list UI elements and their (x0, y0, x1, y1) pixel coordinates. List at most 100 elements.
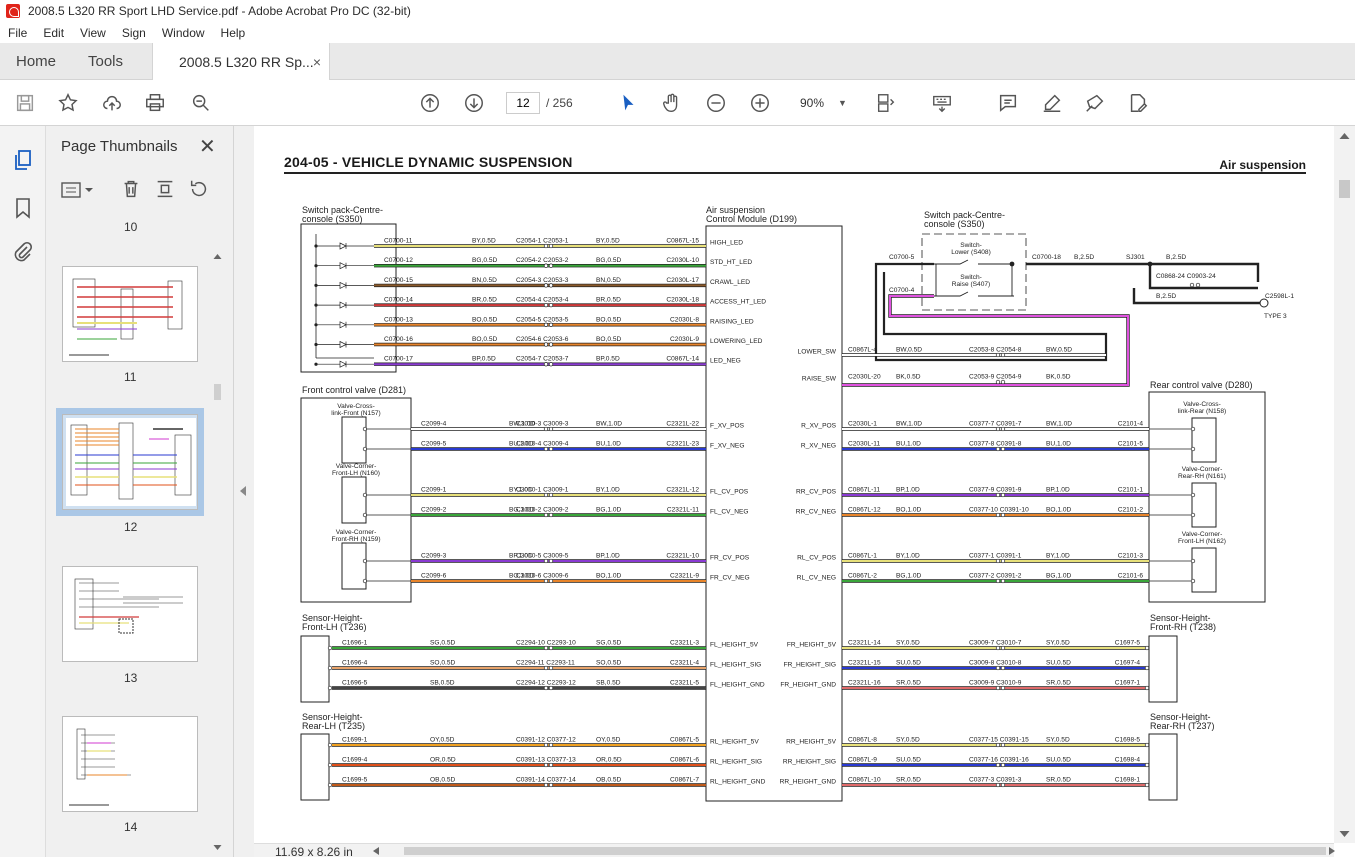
bookmarks-icon[interactable] (11, 196, 35, 220)
vertical-scrollbar[interactable] (1334, 126, 1355, 843)
print-icon[interactable] (143, 91, 167, 115)
zoom-dropdown-icon[interactable]: ▼ (838, 98, 847, 108)
led-row-0-ecu-pin: HIGH_LED (710, 240, 743, 247)
front-valve-row-0-connector-c: C2321L-22 (666, 421, 699, 428)
thumbnail-options-icon[interactable] (60, 180, 96, 200)
zoom-in-icon[interactable] (748, 91, 772, 115)
collapse-panel-icon[interactable] (240, 486, 246, 496)
tab-document[interactable]: 2008.5 L320 RR Sp... × (152, 43, 330, 81)
page-thumbnails-icon[interactable] (11, 148, 35, 172)
connector-pin (1144, 685, 1150, 691)
led-row-0-connector-c: C0867L-15 (666, 238, 699, 245)
close-icon[interactable]: ✕ (199, 136, 216, 158)
sw-row-1-wire-spec-a: BK,0.5D (896, 374, 921, 381)
vertical-scroll-thumb[interactable] (1339, 180, 1350, 198)
menu-help[interactable]: Help (220, 25, 246, 40)
tab-bar: Home Tools 2008.5 L320 RR Sp... × (0, 43, 1355, 81)
thumbnail-page-12[interactable] (56, 408, 204, 516)
highlight-pen-icon[interactable] (1040, 91, 1064, 115)
led-diode-icon (339, 301, 347, 309)
scroll-left-icon[interactable] (372, 846, 380, 856)
rear-lh-sensor-row-0-ecu-pin: RL_HEIGHT_5V (710, 739, 759, 746)
hand-tool-icon[interactable] (660, 91, 684, 115)
scroll-down-icon[interactable] (1339, 830, 1350, 838)
front-lh-sensor-row-0-wire-spec-b: SG,0.5D (596, 640, 622, 647)
connector-pin (327, 645, 333, 651)
front-valve-1-label-line2: Front-LH (N160) (332, 470, 380, 477)
rear-valve-row-1-connector-c: C2101-5 (1118, 441, 1144, 448)
rear-rh-sensor-row-1-ecu-pin: RR_HEIGHT_SIG (783, 759, 836, 766)
menu-view[interactable]: View (80, 25, 106, 40)
comment-icon[interactable] (996, 91, 1020, 115)
rear-rh-sensor-row-2-connector-a: C0867L-10 (848, 777, 881, 784)
connector-pin (327, 782, 333, 788)
edit-document-icon[interactable] (1126, 91, 1150, 115)
connector-pin (1144, 782, 1150, 788)
keyboard-icon[interactable] (930, 91, 954, 115)
thumbnail-page-14[interactable] (62, 716, 198, 812)
rear-control-valve-box (1148, 391, 1266, 603)
save-icon[interactable] (13, 91, 37, 115)
led-row-5-connector-a: C0700-16 (384, 336, 413, 343)
sw-row-0-connector-b: C2053-8 C2054-8 (969, 347, 1022, 354)
front-valve-row-1-connector-a: C2099-5 (421, 441, 447, 448)
thumbnail-page-11[interactable] (62, 266, 198, 362)
page-fit-icon[interactable] (874, 91, 898, 115)
zoom-search-icon[interactable] (189, 91, 213, 115)
bookmark-star-icon[interactable] (56, 91, 80, 115)
led-row-3-connector-c: C2030L-18 (666, 297, 699, 304)
select-cursor-icon[interactable] (616, 91, 640, 115)
attachments-icon[interactable] (11, 240, 35, 264)
extract-pages-icon[interactable] (154, 178, 176, 200)
switch-pack-right-box (921, 233, 1027, 311)
document-view[interactable]: 204-05 - VEHICLE DYNAMIC SUSPENSION Air … (254, 126, 1334, 843)
led-row-1-wire-spec-b: BG,0.5D (596, 257, 622, 264)
rear-lh-sensor-row-0-wire-spec-a: OY,0.5D (430, 737, 455, 744)
led-row-5-wire-spec-b: BO,0.5D (596, 336, 622, 343)
previous-page-icon[interactable] (418, 91, 442, 115)
led-row-4-pin-b1 (543, 322, 549, 327)
rear-valve-row-2-connector-a: C0867L-11 (848, 487, 880, 494)
scroll-up-icon[interactable] (1339, 132, 1350, 140)
front-lh-sensor-row-1-pin-b1 (543, 665, 549, 671)
delete-icon[interactable] (120, 178, 142, 200)
zoom-out-icon[interactable] (704, 91, 728, 115)
thumbnail-page-13[interactable] (62, 566, 198, 662)
next-page-icon[interactable] (462, 91, 486, 115)
front-valve-row-0-pin-b2 (548, 426, 554, 432)
thumbnails-scrollbar[interactable] (213, 252, 222, 852)
rear-valve-row-1-connector-a: C2030L-11 (848, 441, 880, 448)
zoom-level[interactable]: 90% (800, 96, 825, 110)
front-valve-row-1-pin-b1 (543, 446, 549, 452)
rear-valve-row-2-ecu-pin: RR_CV_POS (796, 489, 837, 496)
rear-rh-sensor-row-1-pin-b2 (1000, 762, 1006, 768)
tab-home[interactable]: Home (16, 53, 57, 70)
tab-close-icon[interactable]: × (312, 54, 321, 70)
front-valve-row-1-ecu-pin: F_XV_NEG (710, 443, 744, 450)
front-rh-sensor-row-1-wire-spec-a: SU,0.5D (896, 660, 921, 667)
upload-cloud-icon[interactable] (100, 91, 124, 115)
tab-tools[interactable]: Tools (88, 53, 124, 70)
sign-pen-icon[interactable] (1083, 91, 1107, 115)
scroll-right-icon[interactable] (1328, 846, 1336, 856)
horizontal-scroll-thumb[interactable] (404, 847, 1326, 855)
page-number-input[interactable] (506, 92, 540, 114)
front-valve-row-2-connector-a: C2099-1 (421, 487, 447, 494)
front-valve-row-3-connector-a: C2099-2 (421, 507, 447, 514)
panel-splitter[interactable] (234, 126, 254, 857)
led-row-3-wire-spec-b: BR,0.5D (596, 297, 621, 304)
menu-sign[interactable]: Sign (121, 25, 146, 40)
ecu-label-line1: Air suspension (706, 205, 765, 215)
rear-valve-row-2-pin-b1 (995, 492, 1001, 498)
menu-window[interactable]: Window (161, 25, 205, 40)
rear-valve-row-3-connector-b: C0377-10 C0391-10 (969, 507, 1029, 514)
rotate-icon[interactable] (188, 178, 210, 200)
menu-edit[interactable]: Edit (43, 25, 65, 40)
page-size-readout: 11.69 x 8.26 in (275, 845, 353, 859)
front-lh-sensor-row-0-connector-c: C2321L-3 (670, 640, 699, 647)
horizontal-scrollbar[interactable] (254, 843, 1336, 857)
rear-rh-sensor-row-1-connector-b: C0377-16 C0391-16 (969, 757, 1029, 764)
sw-row-1-wire-spec-b: BK,0.5D (1046, 374, 1071, 381)
menu-file[interactable]: File (8, 25, 28, 40)
connector-pin (1190, 512, 1196, 518)
